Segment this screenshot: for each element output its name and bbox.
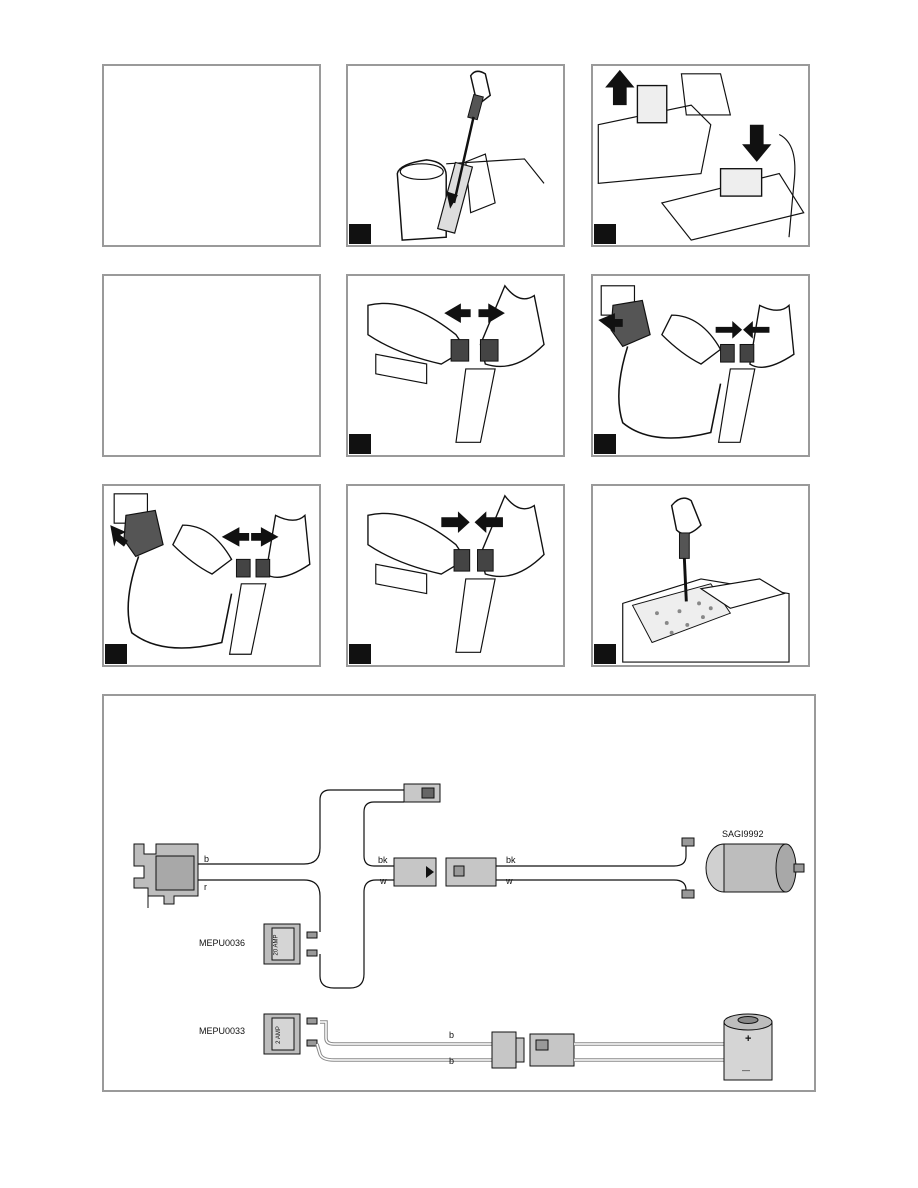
disconnect-illustration bbox=[367, 284, 545, 443]
refit-cover-illustration bbox=[622, 497, 790, 663]
charger-disconnect-illustration bbox=[110, 493, 311, 655]
panel-battery-swap bbox=[591, 64, 810, 247]
fuse-rating-2a: 2 AMP bbox=[275, 1026, 282, 1044]
battery-plus-mark: + bbox=[745, 1033, 752, 1045]
part-number-motor: SAGI9992 bbox=[722, 829, 764, 839]
battery-swap-illustration bbox=[597, 69, 805, 241]
fuse-rating-20a: 20 AMP bbox=[273, 934, 280, 956]
charger-connect-illustration bbox=[598, 285, 795, 443]
panel-refit-cover bbox=[591, 484, 810, 667]
wiring-diagram: b r bk w bk w b b SAGI9992 MEPU0036 MEPU… bbox=[102, 694, 816, 1092]
step-number-box bbox=[594, 644, 616, 664]
wire-label-b-top: b bbox=[204, 854, 210, 864]
panel-connect-charger bbox=[591, 274, 810, 457]
panel-blank-1 bbox=[102, 64, 321, 247]
wire-label-bk-left: bk bbox=[378, 855, 388, 865]
panel-reconnect-connectors bbox=[346, 484, 565, 667]
step-number-box bbox=[349, 224, 371, 244]
step-number-box bbox=[594, 224, 616, 244]
wire-label-bk-right: bk bbox=[506, 855, 516, 865]
battery-minus-mark: — bbox=[742, 1066, 750, 1075]
step-number-box bbox=[349, 434, 371, 454]
step-number-box bbox=[594, 434, 616, 454]
step-number-box bbox=[105, 644, 127, 664]
wire-label-w-right: w bbox=[506, 876, 513, 886]
screwdriver-illustration bbox=[396, 70, 545, 241]
panel-disconnect-connectors bbox=[346, 274, 565, 457]
step-number-box bbox=[349, 644, 371, 664]
reconnect-illustration bbox=[367, 494, 545, 653]
panel-screwdriver-remove-cover bbox=[346, 64, 565, 247]
wire-label-r: r bbox=[204, 882, 207, 892]
wire-label-b-lower-2: b bbox=[449, 1056, 455, 1066]
panel-blank-2 bbox=[102, 274, 321, 457]
part-number-fuse-2a: MEPU0033 bbox=[199, 1026, 246, 1036]
wire-label-b-lower-1: b bbox=[449, 1030, 455, 1040]
part-number-fuse-20a: MEPU0036 bbox=[199, 938, 246, 948]
panel-disconnect-charger bbox=[102, 484, 321, 667]
wire-label-w-left: w bbox=[380, 876, 387, 886]
wiring-diagram-drawing bbox=[133, 783, 805, 1081]
